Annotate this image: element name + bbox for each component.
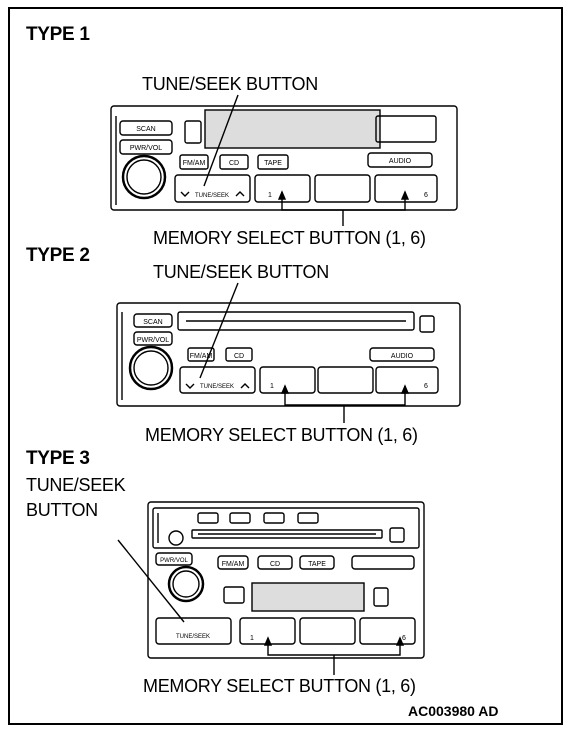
diagram-frame <box>8 7 563 725</box>
type1-title: TYPE 1 <box>26 24 90 45</box>
type2-m6-text: 6 <box>424 383 428 390</box>
type2-m1-text: 1 <box>270 383 274 390</box>
type1-m1-text: 1 <box>268 192 272 199</box>
type2-pwr-vol-button <box>133 331 173 346</box>
type2-audio-text: AUDIO <box>391 353 414 360</box>
figure-code: AC003980 AD <box>408 703 499 719</box>
type1-memory-select-label: MEMORY SELECT BUTTON (1, 6) <box>153 228 426 248</box>
type1-scan-button <box>119 120 173 136</box>
type2-tune-text: TUNE/SEEK <box>200 384 234 390</box>
type1-eject-button <box>184 120 202 144</box>
type3-title: TYPE 3 <box>26 448 90 469</box>
type2-eject-button <box>419 315 435 333</box>
type1-pwr-text: PWR/VOL <box>130 145 162 152</box>
type1-pwr-vol-button <box>119 139 173 155</box>
type3-tune-seek-label-line2: BUTTON <box>26 500 98 520</box>
type3-tape-text: TAPE <box>308 561 326 568</box>
type2-memory-select-label: MEMORY SELECT BUTTON (1, 6) <box>145 425 418 445</box>
type2-tune-seek-label: TUNE/SEEK BUTTON <box>153 262 329 282</box>
type2-cd-text: CD <box>234 353 244 360</box>
type3-radio-unit: PWR/VOL FM/AM CD TAPE TUNE/SEEK 1 6 <box>147 501 425 659</box>
type1-audio-text: AUDIO <box>389 158 412 165</box>
type3-memory-select-label: MEMORY SELECT BUTTON (1, 6) <box>143 676 416 696</box>
type2-tune-seek-button <box>179 366 256 394</box>
type3-tune-seek-label-line1: TUNE/SEEK <box>26 475 126 495</box>
type1-tune-text: TUNE/SEEK <box>195 193 229 199</box>
type1-tune-seek-button <box>174 174 251 203</box>
type1-audio-button <box>367 152 433 168</box>
type2-cd-button <box>225 347 253 362</box>
type2-memory-1-button <box>259 366 316 394</box>
type3-tune-seek-button <box>155 617 232 645</box>
type1-memory-mid-button <box>314 174 371 203</box>
type1-memory-6-button <box>374 174 438 203</box>
type2-fmam-text: FM/AM <box>190 353 213 360</box>
type1-cd-button <box>219 154 249 170</box>
type2-audio-button <box>369 347 435 362</box>
type3-pwr-text: PWR/VOL <box>160 558 188 564</box>
type1-radio-unit: SCAN PWR/VOL FM/AM CD TAPE AUDIO TUNE/SE… <box>110 105 458 211</box>
type3-memory-6-button <box>359 617 416 645</box>
type3-tune-leader <box>117 539 185 623</box>
type2-tune-leader <box>199 282 239 379</box>
type3-m1-text: 1 <box>250 635 254 642</box>
type2-radio-unit: SCAN PWR/VOL FM/AM CD AUDIO TUNE/SEEK 1 … <box>116 302 461 407</box>
type1-scan-text: SCAN <box>136 126 155 133</box>
type2-memory-bracket <box>284 386 406 406</box>
type1-fmam-button <box>179 154 209 170</box>
type1-tune-leader <box>203 94 239 187</box>
type3-memory-bracket <box>267 638 401 656</box>
type3-tune-text: TUNE/SEEK <box>176 634 210 640</box>
type2-scan-text: SCAN <box>143 319 162 326</box>
type3-cd-text: CD <box>270 561 280 568</box>
type2-scan-button <box>133 313 173 328</box>
type3-tape-button <box>299 555 335 570</box>
type1-tape-button <box>257 154 289 170</box>
type1-cd-text: CD <box>229 160 239 167</box>
type1-volume-knob <box>121 154 167 200</box>
type2-volume-knob <box>128 345 174 391</box>
type3-fmam-button <box>217 555 249 570</box>
type2-title: TYPE 2 <box>26 245 90 266</box>
type3-cd-button <box>257 555 293 570</box>
type3-pwr-vol-button <box>155 552 193 566</box>
type1-tune-seek-label: TUNE/SEEK BUTTON <box>142 74 318 94</box>
type1-fmam-text: FM/AM <box>183 160 206 167</box>
type3-memory-mid-button <box>299 617 356 645</box>
type2-pwr-text: PWR/VOL <box>137 337 169 344</box>
type3-fmam-text: FM/AM <box>222 561 245 568</box>
type1-memory-bracket <box>281 192 406 211</box>
type3-eject-button <box>389 527 405 543</box>
type1-m6-text: 6 <box>424 192 428 199</box>
type3-small-button <box>168 530 184 546</box>
type2-fmam-button <box>187 347 215 362</box>
type3-m6-text: 6 <box>402 635 406 642</box>
type2-memory-mid-button <box>317 366 374 394</box>
type1-tape-text: TAPE <box>264 160 282 167</box>
type3-volume-knob <box>167 565 205 603</box>
